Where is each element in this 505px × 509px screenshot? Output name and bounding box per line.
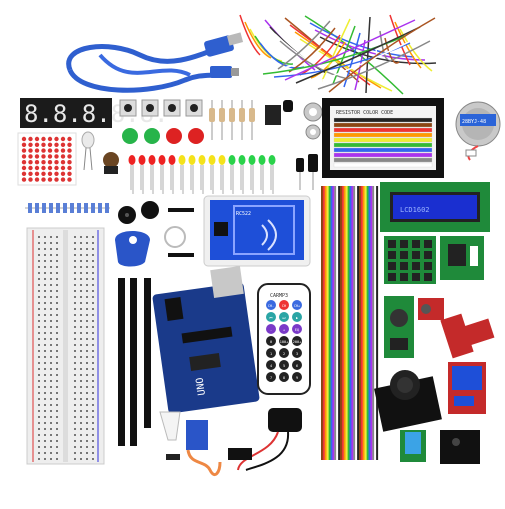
remote-header: CARMP3 xyxy=(270,293,288,299)
relay-module xyxy=(448,362,486,414)
ic-chip xyxy=(265,100,293,125)
water-level-sensor xyxy=(440,313,495,359)
button-caps xyxy=(122,128,204,144)
remote-key-label: CH xyxy=(282,304,286,308)
remote-key-label: 7 xyxy=(270,376,272,380)
rfid-tag xyxy=(115,226,186,267)
remote-key-label: 0 xyxy=(270,340,272,344)
ir-remote: CARMP3 CH- CH CH+ ⏮ ⏭ ▶ - + EQ 0 100+ 200+ 1 2 3 4 5 6 7 8 9 xyxy=(257,283,311,395)
remote-key-label: + xyxy=(283,328,285,332)
remote-key-label: 3 xyxy=(296,352,298,356)
stepper-driver-board xyxy=(440,236,484,280)
remote-key-label: - xyxy=(270,328,272,332)
capacitors xyxy=(296,154,318,190)
arduino-uno-board: UNO xyxy=(152,266,260,414)
remote-key-label: 2 xyxy=(283,352,285,356)
remote-key-label: ⏭ xyxy=(282,316,286,320)
remote-key-label: CH+ xyxy=(294,304,300,308)
rfid-module: RC522 xyxy=(203,195,311,267)
led-row xyxy=(128,155,276,194)
remote-key-label: 9 xyxy=(296,376,298,380)
joystick-module xyxy=(374,370,442,432)
remote-key-label: 6 xyxy=(296,364,298,368)
buzzers xyxy=(118,201,159,224)
usb-cable xyxy=(66,32,244,93)
remote-key-label: CH- xyxy=(268,304,274,308)
push-buttons xyxy=(119,99,203,117)
uno-label: UNO xyxy=(195,377,208,396)
jumper-wire-bundle xyxy=(239,14,437,95)
sound-sensor-module xyxy=(418,298,444,320)
battery-clip xyxy=(228,408,302,471)
dupont-ribbon-cable xyxy=(321,186,379,460)
remote-key-label: 200+ xyxy=(293,340,301,344)
lcd-label: LCD1602 xyxy=(400,206,430,214)
chart-title: RESISTOR COLOR CODE xyxy=(336,110,393,116)
pin-header-small xyxy=(168,208,194,257)
seven-segment-display: 8.8.8.8.8. xyxy=(20,98,169,128)
breadboard xyxy=(26,227,105,465)
resistor-strip xyxy=(25,203,110,213)
hex-nuts xyxy=(303,102,323,140)
remote-key-label: 4 xyxy=(270,364,272,368)
remote-key-label: ▶ xyxy=(296,316,299,320)
stepper-motor: 28BYJ-48 xyxy=(455,101,501,161)
pin-headers-long xyxy=(118,278,151,446)
button-matrix-module xyxy=(384,236,436,284)
remote-key-label: 8 xyxy=(283,376,285,380)
remote-key-label: EQ xyxy=(295,328,299,332)
resistor-color-chart: RESISTOR COLOR CODE xyxy=(322,98,444,178)
servo-horns xyxy=(159,411,181,441)
potentiometer xyxy=(103,152,119,174)
servo-motor xyxy=(166,420,222,476)
remote-key-label: ⏮ xyxy=(269,316,272,320)
rtc-module xyxy=(384,296,414,358)
ir-receiver-module xyxy=(440,430,480,464)
rgb-led xyxy=(81,131,95,171)
dht11-sensor xyxy=(400,430,426,462)
remote-key-label: 1 xyxy=(270,352,272,356)
remote-key-label: 5 xyxy=(283,364,285,368)
resistors-top xyxy=(209,100,255,140)
lcd1602-module: LCD1602 xyxy=(380,182,490,232)
rfid-label: RC522 xyxy=(236,211,251,217)
remote-key-label: 100+ xyxy=(280,340,288,344)
stepper-label: 28BYJ-48 xyxy=(462,119,486,125)
led-dot-matrix xyxy=(17,132,77,186)
